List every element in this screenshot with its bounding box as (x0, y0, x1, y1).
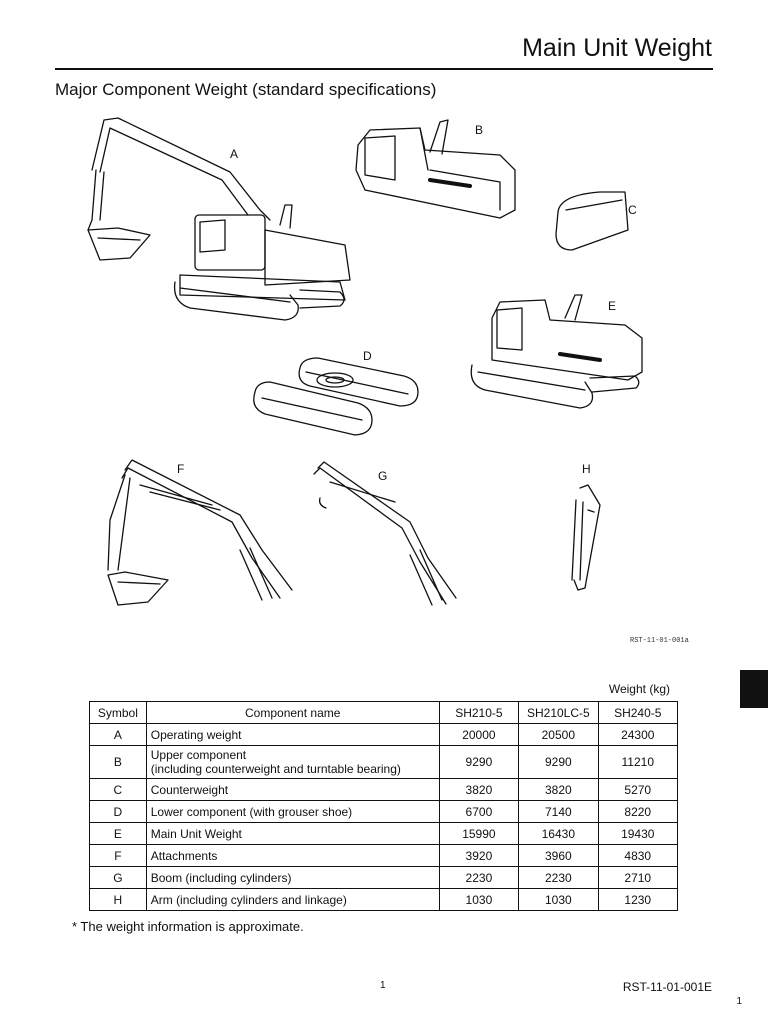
symbol-cell: A (89, 723, 147, 746)
upper-component-drawing (355, 119, 516, 219)
weight-cell: 2230 (438, 866, 520, 889)
title-rule (55, 68, 713, 70)
column-header-symbol: Symbol (89, 701, 147, 724)
component-name-cell: Main Unit Weight (145, 822, 440, 845)
weight-cell: 3820 (438, 778, 520, 801)
weight-cell: 5270 (597, 778, 679, 801)
weight-cell: 19430 (597, 822, 679, 845)
table-row: G Boom (including cylinders) 2230 2230 2… (89, 866, 679, 889)
symbol-cell: C (89, 778, 147, 801)
symbol-cell: G (89, 866, 147, 889)
main-unit-drawing (470, 294, 643, 409)
weight-cell: 8220 (597, 800, 679, 823)
table-header-row: Symbol Component name SH210-5 SH210LC-5 … (89, 701, 679, 724)
section-index-tab (740, 670, 768, 708)
weight-cell: 2230 (518, 866, 599, 889)
figure-label-e: E (608, 299, 616, 313)
weight-cell: 24300 (597, 723, 679, 746)
weight-cell: 1030 (438, 888, 520, 911)
weight-cell: 4830 (597, 844, 679, 867)
figure-label-b: B (475, 123, 483, 137)
figure-label-c: C (628, 203, 637, 217)
component-name-cell: Lower component (with grouser shoe) (145, 800, 440, 823)
weight-cell: 11210 (597, 745, 679, 779)
drawing-code: RST-11-01-001a (630, 637, 689, 645)
document-code: RST-11-01-001E (622, 980, 712, 994)
symbol-cell: D (89, 800, 147, 823)
figure-label-f: F (177, 462, 184, 476)
weight-cell: 9290 (518, 745, 599, 779)
weight-cell: 3960 (518, 844, 599, 867)
component-name-cell: Arm (including cylinders and linkage) (145, 888, 440, 911)
weight-cell: 1230 (597, 888, 679, 911)
column-header-sh210-5: SH210-5 (438, 701, 520, 724)
attachments-drawing (107, 459, 293, 606)
table-row: F Attachments 3920 3960 4830 (89, 844, 679, 867)
weight-cell: 3820 (518, 778, 599, 801)
page-title: Main Unit Weight (522, 34, 712, 62)
column-header-sh240-5: SH240-5 (597, 701, 679, 724)
table-row: H Arm (including cylinders and linkage) … (89, 888, 679, 911)
component-name-text: Lower component (with grouser shoe) (150, 804, 353, 819)
symbol-cell: E (89, 822, 147, 845)
weight-cell: 15990 (438, 822, 520, 845)
component-name-note: (including counterweight and turntable b… (150, 762, 401, 776)
section-heading: Major Component Weight (standard specifi… (55, 80, 437, 99)
weight-cell: 20500 (518, 723, 599, 746)
weight-cell: 2710 (597, 866, 679, 889)
column-header-sh210lc-5: SH210LC-5 (518, 701, 599, 724)
table-row: A Operating weight 20000 20500 24300 (89, 723, 679, 746)
excavator-full-drawing (87, 117, 351, 321)
column-header-component-name: Component name (145, 701, 440, 724)
component-name-cell: Operating weight (145, 723, 440, 746)
component-name-text: Main Unit Weight (150, 826, 242, 841)
table-row: C Counterweight 3820 3820 5270 (89, 778, 679, 801)
weight-cell: 9290 (438, 745, 520, 779)
component-name-cell: Attachments (145, 844, 440, 867)
component-weight-table: Symbol Component name SH210-5 SH210LC-5 … (89, 701, 679, 911)
weight-cell: 6700 (438, 800, 520, 823)
component-name-text: Operating weight (150, 727, 242, 742)
unit-note: Weight (kg) (608, 682, 670, 696)
weight-cell: 16430 (518, 822, 599, 845)
footnote: * The weight information is approximate. (72, 919, 304, 934)
weight-cell: 20000 (438, 723, 520, 746)
symbol-cell: B (89, 745, 147, 779)
figure-label-g: G (378, 469, 387, 483)
symbol-cell: H (89, 888, 147, 911)
component-name-text: Upper component (150, 748, 247, 762)
table-row: B Upper component (including counterweig… (89, 745, 679, 779)
boom-drawing (313, 461, 457, 606)
figure-label-h: H (582, 462, 591, 476)
figure-label-a: A (230, 147, 238, 161)
component-name-text: Counterweight (150, 782, 229, 797)
table-row: E Main Unit Weight 15990 16430 19430 (89, 822, 679, 845)
component-name-cell: Counterweight (145, 778, 440, 801)
component-name-text: Arm (including cylinders and linkage) (150, 892, 347, 907)
component-name-text: Boom (including cylinders) (150, 870, 292, 885)
page-number: 1 (380, 980, 386, 991)
component-illustrations: A B C D E F G H RST-11-01-001a (87, 117, 689, 645)
component-name-cell: Upper component (including counterweight… (145, 745, 440, 779)
weight-cell: 3920 (438, 844, 520, 867)
component-name-text: Attachments (150, 848, 218, 863)
arm-drawing (571, 484, 601, 591)
lower-component-drawing (253, 357, 419, 436)
symbol-cell: F (89, 844, 147, 867)
table-row: D Lower component (with grouser shoe) 67… (89, 800, 679, 823)
weight-cell: 1030 (518, 888, 599, 911)
figure-label-d: D (363, 349, 372, 363)
corner-page-number: 1 (736, 996, 742, 1007)
component-name-cell: Boom (including cylinders) (145, 866, 440, 889)
weight-cell: 7140 (518, 800, 599, 823)
counterweight-drawing (555, 191, 629, 251)
